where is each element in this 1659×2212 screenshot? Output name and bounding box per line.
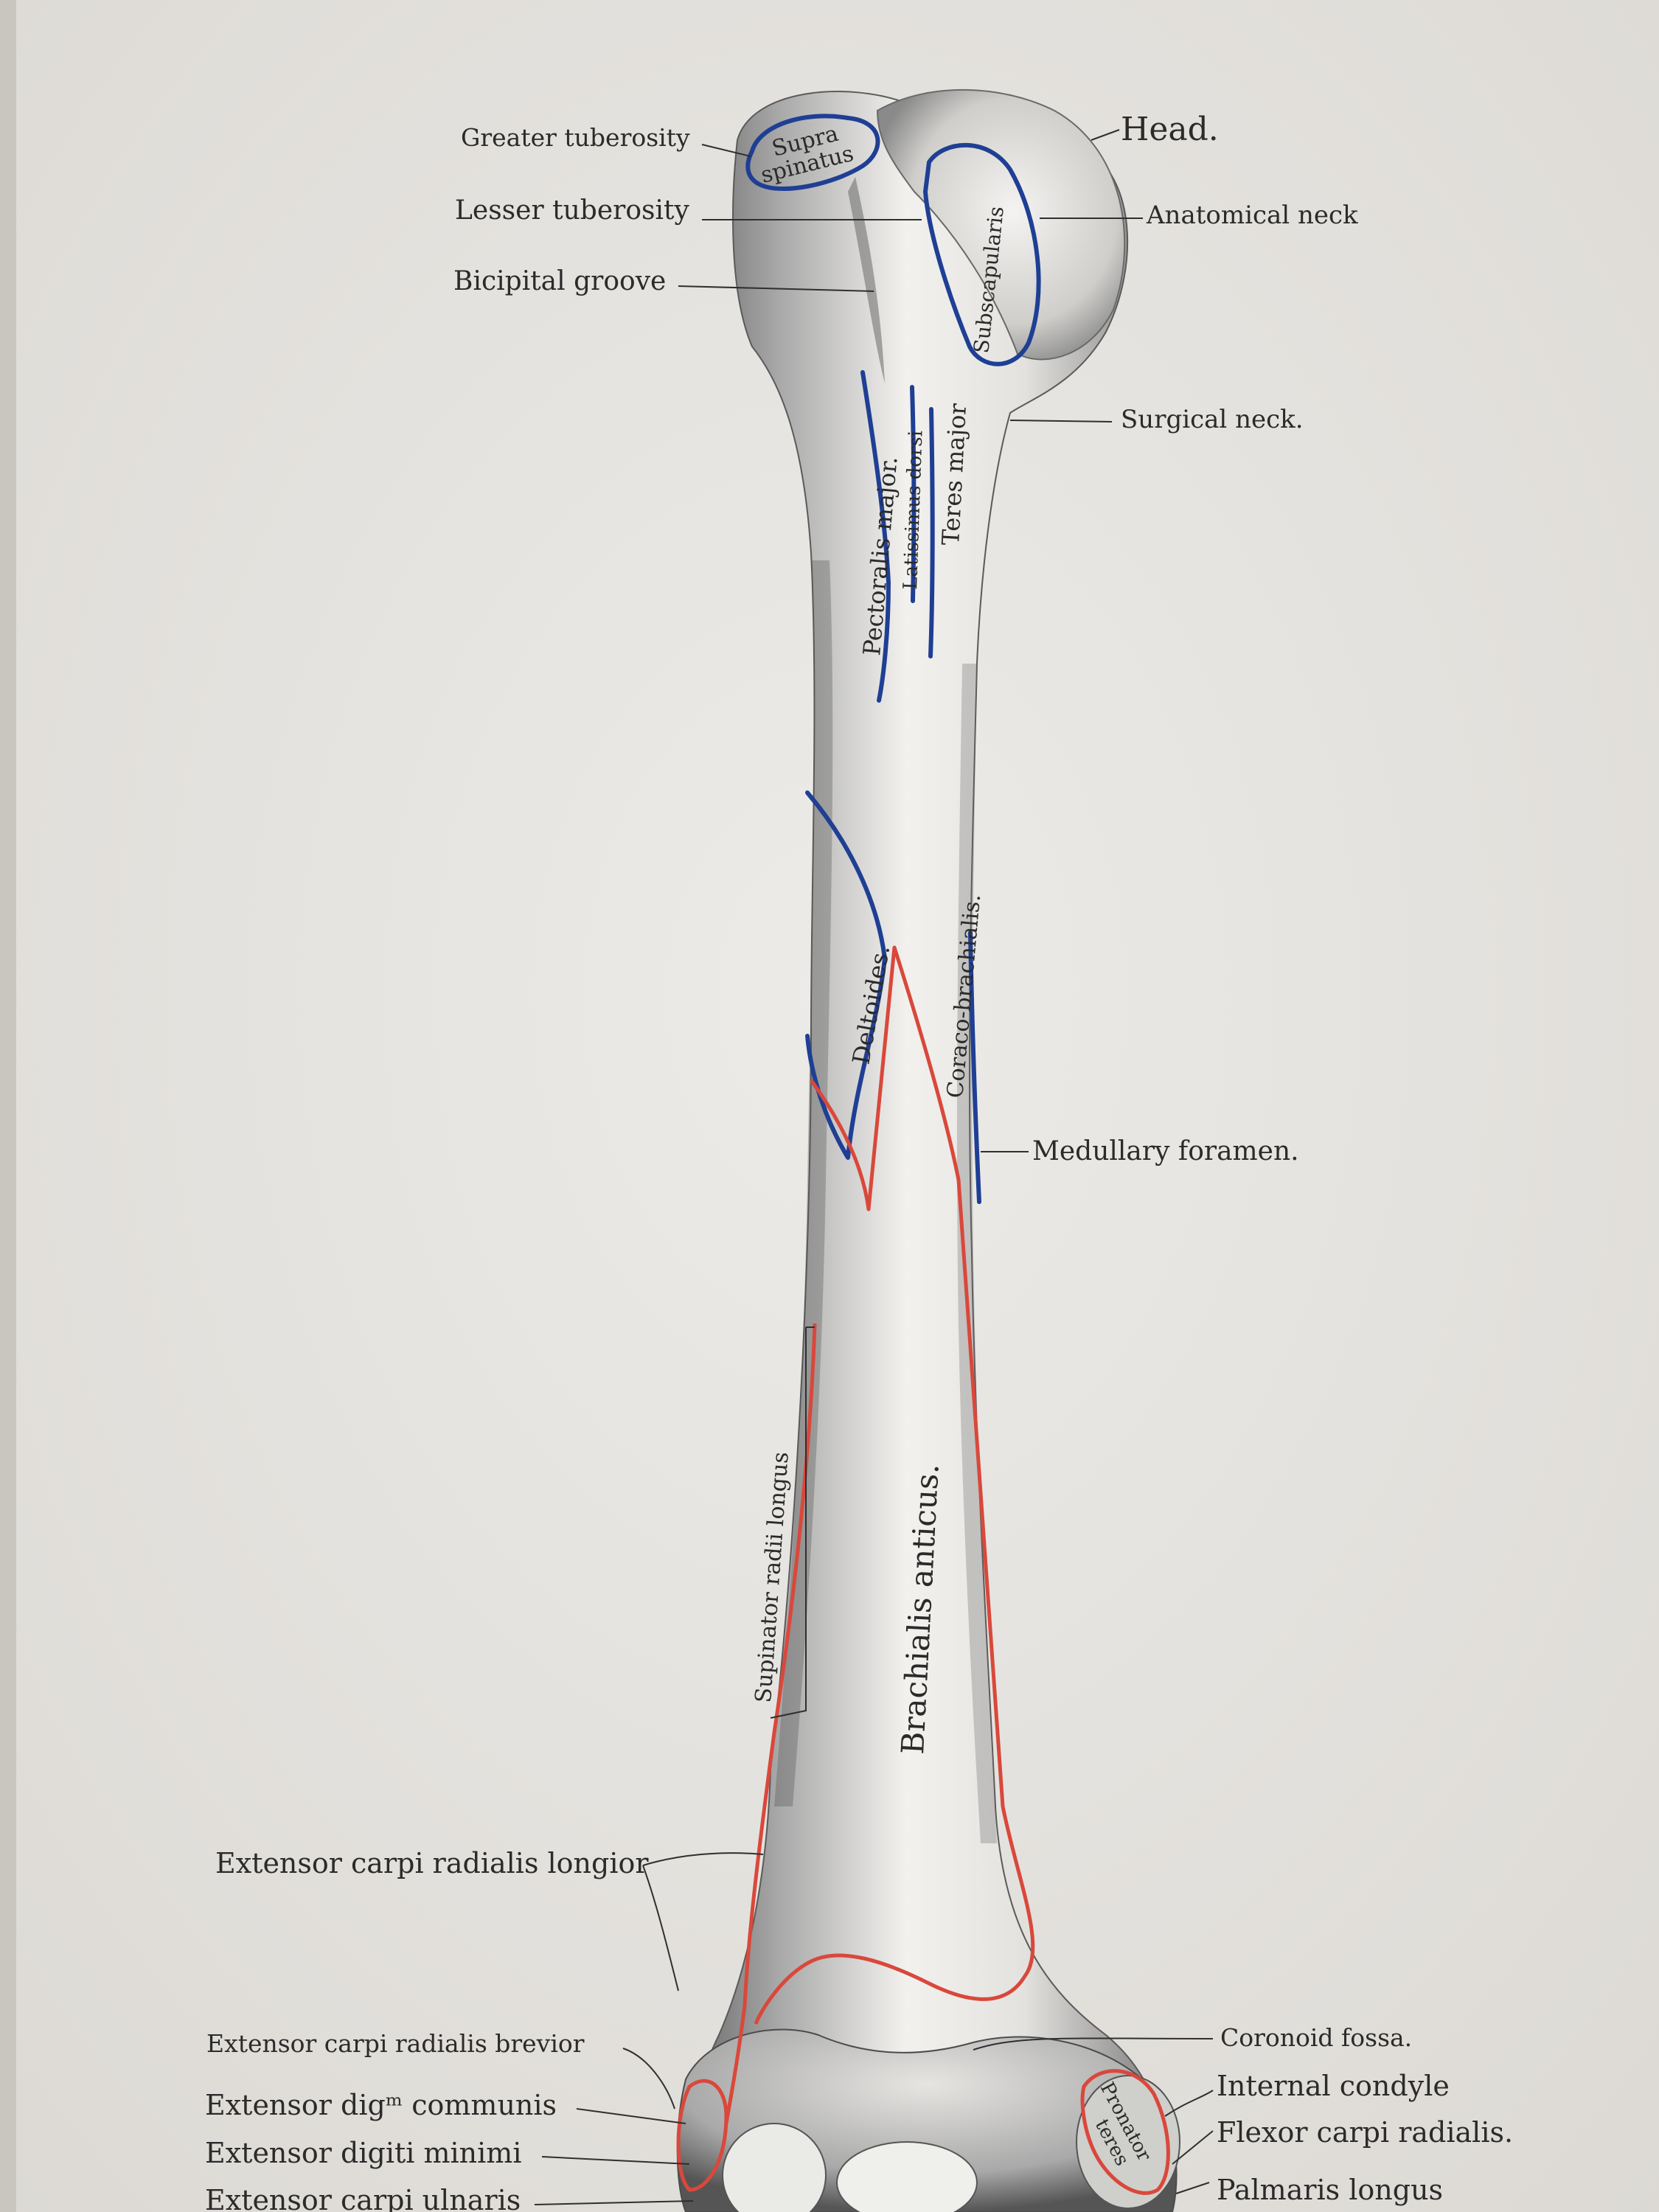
supraspinatus-outline	[745, 114, 880, 191]
leader-lines	[534, 129, 1214, 2205]
label-ext-carpi-ulnaris: Extensor carpi ulnaris	[205, 2184, 521, 2212]
leader-ext-carpi-ulnaris	[534, 2200, 694, 2205]
label-greater-tuberosity: Greater tuberosity	[461, 123, 690, 152]
teres-major-line	[928, 407, 935, 658]
label-internal-condyle: Internal condyle	[1217, 2070, 1450, 2102]
label-ext-carpi-rad-longior: Extensor carpi radialis longior	[215, 1847, 649, 1879]
leader-internal-condyle	[1164, 2090, 1214, 2117]
leader-coronoid-fossa	[973, 2037, 1214, 2051]
humerus-bone	[676, 88, 1180, 2212]
bicipital-groove-shadow	[848, 177, 885, 383]
label-ext-dig-communis: Extensor digᵐ communis	[205, 2089, 557, 2121]
label-medullary-foramen: Medullary foramen.	[1032, 1136, 1299, 1166]
leader-ext-dig-communis	[576, 2108, 686, 2124]
label-bicipital-groove: Bicipital groove	[453, 266, 666, 296]
leader-flexor-carpi-radialis	[1172, 2130, 1214, 2165]
leader-head	[1091, 129, 1120, 141]
paper-left-edge	[0, 0, 16, 2212]
label-palmaris-longus: Palmaris longus	[1217, 2174, 1443, 2206]
brachialis-anticus-outline	[754, 945, 1035, 2025]
coraco-brachialis-line	[968, 931, 981, 1204]
humerus-head	[876, 88, 1126, 361]
common-extensor-outline	[676, 2079, 728, 2192]
leader-surgical-neck	[1009, 420, 1113, 422]
pronator-teres-outline	[1080, 2069, 1170, 2195]
deltoides-outline	[805, 790, 887, 1160]
trochlea	[836, 2141, 978, 2212]
leader-ext-carpi-rad-brevior	[622, 2048, 675, 2110]
label-head: Head.	[1121, 111, 1219, 148]
label-surgical-neck: Surgical neck.	[1121, 405, 1304, 434]
latissimus-dorsi-line	[910, 385, 917, 603]
leader-greater-tuberosity	[701, 144, 751, 157]
label-coronoid-fossa: Coronoid fossa.	[1220, 2023, 1412, 2052]
label-lesser-tuberosity: Lesser tuberosity	[455, 195, 689, 226]
label-ext-carpi-rad-brevior: Extensor carpi radialis brevior	[206, 2029, 585, 2058]
label-anatomical-neck: Anatomical neck	[1146, 201, 1358, 230]
shaft-left-shadow	[774, 560, 833, 1806]
leader-supinator-longus	[770, 1326, 815, 1719]
shaft-right-shadow	[956, 664, 997, 1843]
subscapularis-outline	[923, 142, 1041, 366]
internal-condyle-bump	[1076, 2075, 1180, 2209]
pectoralis-major-line	[860, 370, 891, 703]
label-ext-digiti-minimi: Extensor digiti minimi	[205, 2137, 522, 2169]
capitulum	[722, 2123, 827, 2212]
label-flexor-carpi-radialis: Flexor carpi radialis.	[1217, 2116, 1513, 2149]
leader-ext-digiti-minimi	[541, 2156, 690, 2165]
humerus-shaft	[692, 91, 1167, 2212]
bone-labels: Greater tuberosity Lesser tuberosity Bic…	[205, 111, 1513, 2212]
blue-attachment-lines	[745, 114, 1041, 1204]
leader-palmaris-longus	[1175, 2182, 1210, 2194]
leader-ext-carpi-rad-longior	[642, 1852, 764, 1992]
leader-bicipital-groove	[678, 285, 874, 292]
